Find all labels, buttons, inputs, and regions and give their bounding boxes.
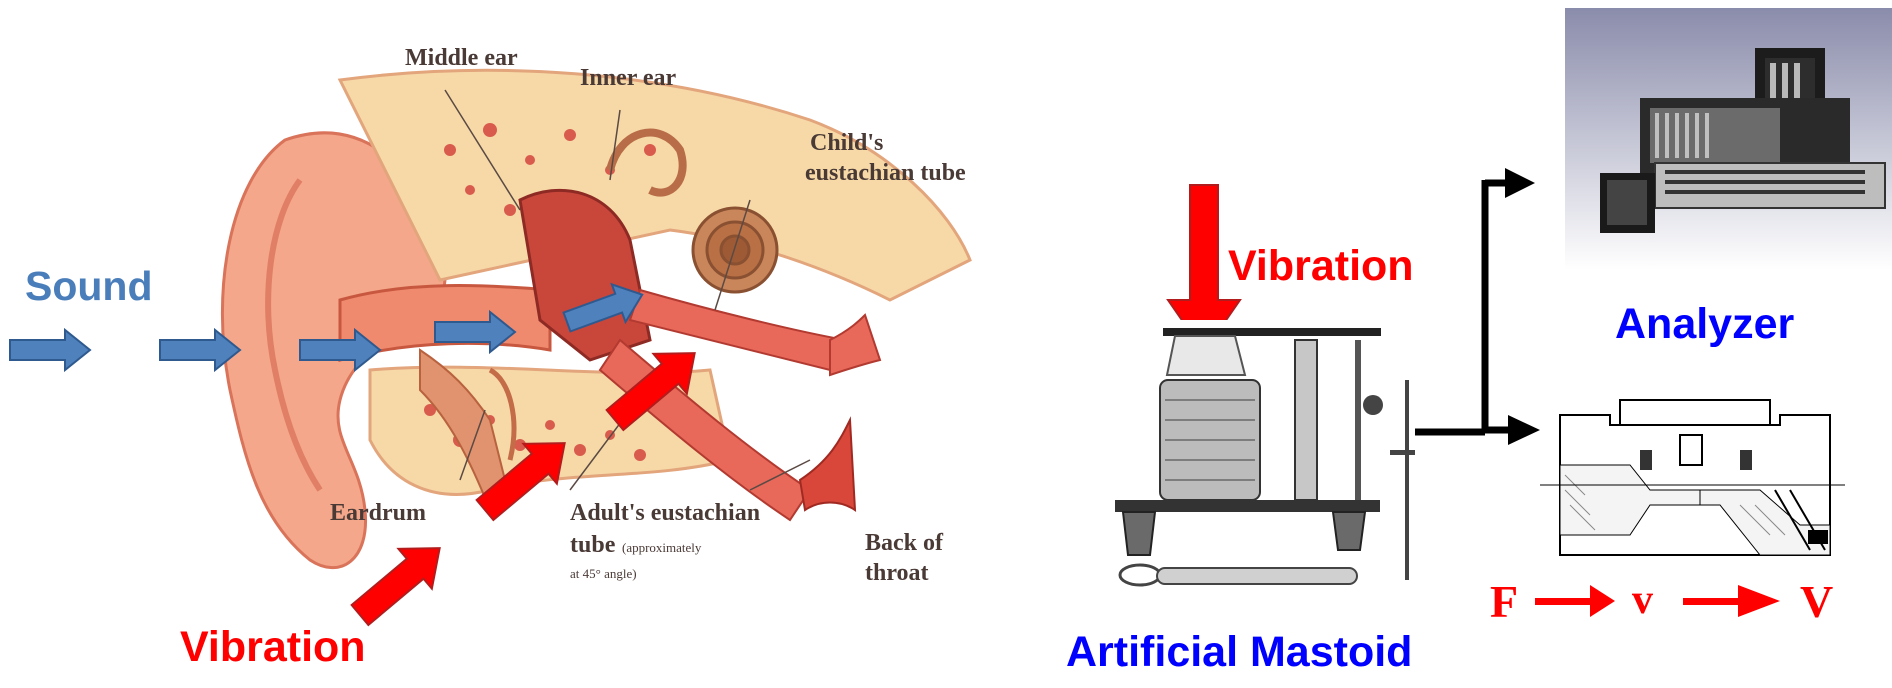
v-label: v bbox=[1632, 578, 1653, 622]
vibration-label-ear: Vibration bbox=[180, 623, 366, 672]
sound-arrow-5 bbox=[560, 276, 649, 341]
coupler-cross-section bbox=[1540, 395, 1845, 565]
sound-arrow-4 bbox=[435, 312, 515, 352]
arrow-to-coupler bbox=[1508, 415, 1540, 445]
sound-arrow-3 bbox=[300, 330, 380, 370]
artificial-mastoid-device bbox=[1095, 320, 1415, 605]
fvv-arrows bbox=[1535, 585, 1780, 617]
vibration-arrow-2 bbox=[468, 423, 581, 530]
analyzer-label: Analyzer bbox=[1615, 300, 1794, 349]
artificial-mastoid-label: Artificial Mastoid bbox=[1066, 628, 1412, 677]
vibration-label-mastoid: Vibration bbox=[1228, 242, 1414, 291]
sound-label: Sound bbox=[25, 263, 153, 310]
sound-arrow-1 bbox=[10, 330, 90, 370]
vibration-arrow-3 bbox=[598, 333, 711, 440]
arrow-to-analyzer bbox=[1505, 168, 1535, 198]
sound-arrow-2 bbox=[160, 330, 240, 370]
connector-arrows bbox=[1415, 180, 1510, 432]
vibration-arrow-1 bbox=[343, 528, 456, 635]
F-label: F bbox=[1490, 578, 1518, 626]
analyzer-equipment-photo bbox=[1565, 8, 1892, 270]
V-label: V bbox=[1800, 578, 1833, 626]
